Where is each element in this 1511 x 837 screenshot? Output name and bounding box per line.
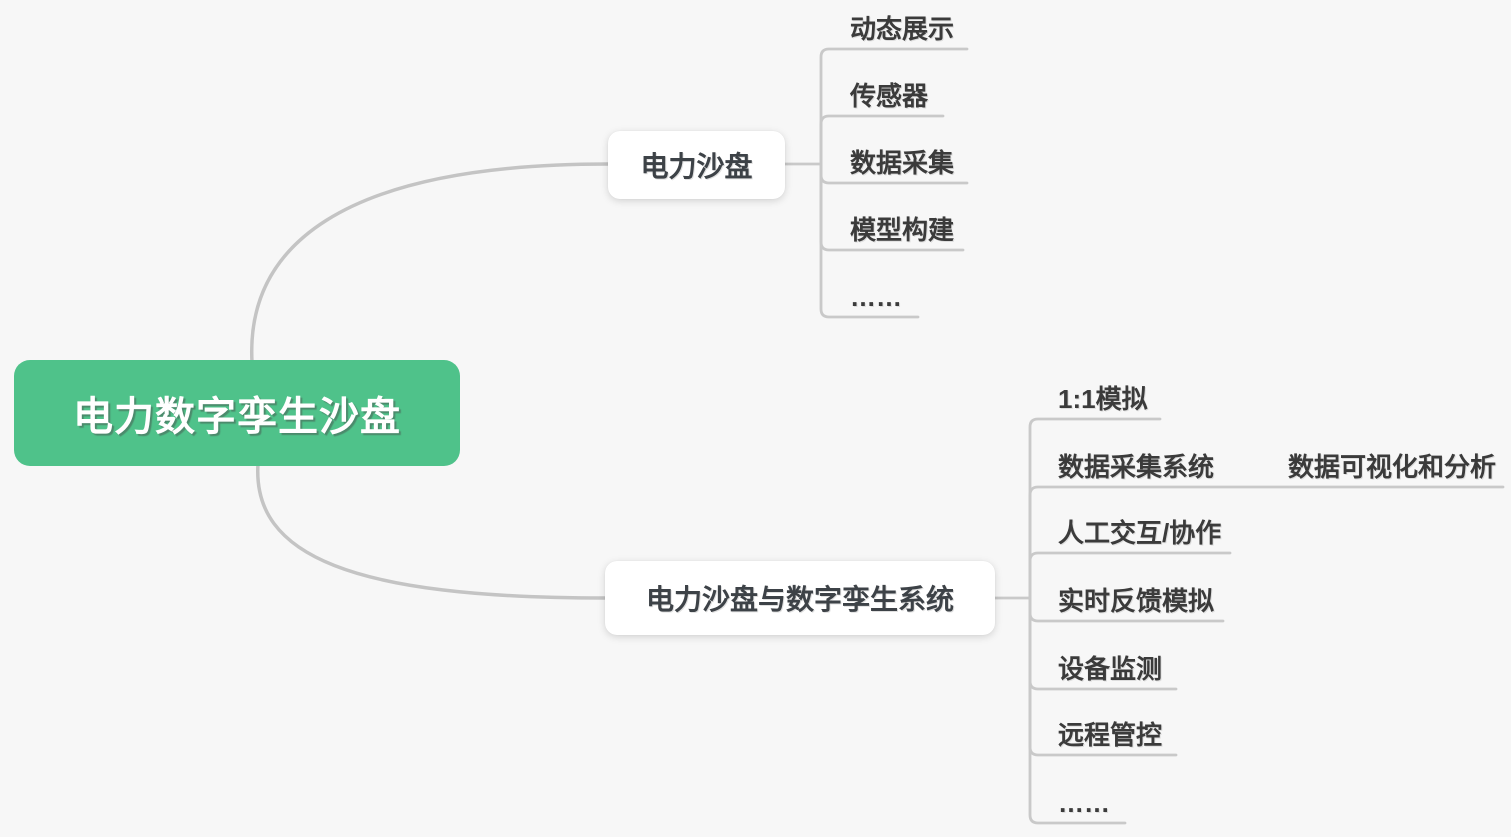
branch-topic-power-sandbox[interactable]: 电力沙盘 xyxy=(608,131,785,199)
leaf-data-collection[interactable]: 数据采集 xyxy=(850,148,955,178)
curve-root-to-branch2 xyxy=(256,462,607,600)
branch2-connectors xyxy=(993,417,1505,825)
leaf-1-1-simulation[interactable]: 1:1模拟 xyxy=(1058,384,1148,414)
curve-root-to-branch1 xyxy=(250,162,610,364)
leaf-realtime-feedback-simulation[interactable]: 实时反馈模拟 xyxy=(1058,586,1215,616)
branch1-child1-line xyxy=(819,47,969,166)
leaf-ellipsis-bottom[interactable]: …… xyxy=(1058,788,1110,818)
branch2-child1-line xyxy=(1028,417,1162,600)
branch1-child2-line xyxy=(819,114,945,166)
branch1-connectors xyxy=(783,47,969,319)
branch1-child5-line xyxy=(819,162,920,319)
leaf-data-visualization-analysis[interactable]: 数据可视化和分析 xyxy=(1288,452,1497,482)
branch2-child3-line xyxy=(1028,551,1232,600)
leaf-human-interaction-collaboration[interactable]: 人工交互/协作 xyxy=(1058,518,1222,548)
branch2-child2-line xyxy=(1028,485,1505,600)
leaf-ellipsis-top[interactable]: …… xyxy=(850,282,902,312)
branch2-child7-line xyxy=(1028,596,1127,825)
leaf-remote-control[interactable]: 远程管控 xyxy=(1058,720,1163,750)
leaf-data-collection-system[interactable]: 数据采集系统 xyxy=(1058,452,1215,482)
leaf-sensor[interactable]: 传感器 xyxy=(850,81,929,111)
leaf-equipment-monitoring[interactable]: 设备监测 xyxy=(1058,654,1163,684)
leaf-dynamic-display[interactable]: 动态展示 xyxy=(850,14,955,44)
leaf-model-building[interactable]: 模型构建 xyxy=(850,215,955,245)
branch-topic-sandbox-digital-twin-system[interactable]: 电力沙盘与数字孪生系统 xyxy=(605,561,995,635)
root-branch-curves xyxy=(250,162,610,600)
root-topic[interactable]: 电力数字孪生沙盘 xyxy=(14,360,460,466)
